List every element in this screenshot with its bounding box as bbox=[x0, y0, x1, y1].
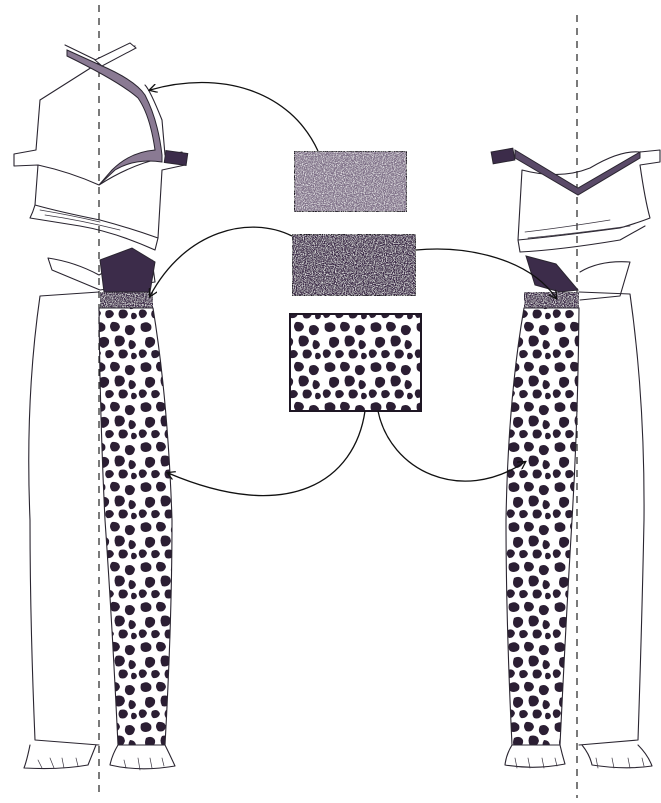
front-upper-panel bbox=[100, 248, 155, 292]
leopard-print-fabric-swatch bbox=[290, 314, 421, 411]
arrow-leopard-to-back-leggings bbox=[378, 411, 525, 481]
back-leggings bbox=[505, 256, 652, 768]
dark-purple-fabric-swatch bbox=[292, 234, 416, 296]
front-waistband bbox=[100, 292, 153, 308]
back-upper-panel bbox=[526, 256, 578, 292]
arrow-dark-purple-to-front-waistband bbox=[150, 227, 292, 296]
light-purple-fabric-swatch bbox=[294, 151, 407, 212]
back-leggings-leopard-panel bbox=[506, 308, 579, 745]
back-view bbox=[491, 148, 660, 768]
front-view bbox=[14, 43, 188, 770]
front-crop-top bbox=[14, 43, 188, 250]
arrow-light-purple-to-front-strap bbox=[150, 83, 318, 151]
back-crop-top bbox=[491, 148, 660, 252]
front-leggings bbox=[24, 248, 175, 770]
arrow-leopard-to-front-leggings bbox=[168, 411, 365, 496]
front-leggings-leopard-panel bbox=[99, 308, 172, 745]
back-waistband bbox=[524, 292, 579, 308]
